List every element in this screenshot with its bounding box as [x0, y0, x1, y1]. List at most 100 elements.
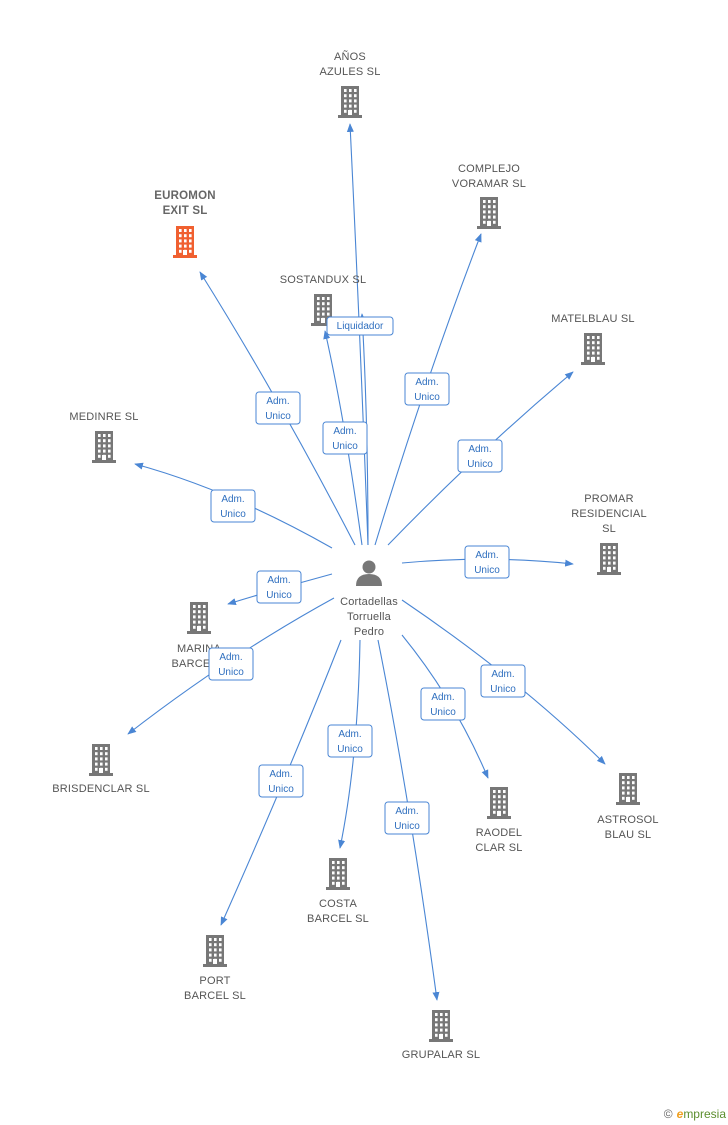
relation-text: Unico: [266, 590, 292, 601]
person-label: Pedro: [354, 626, 384, 638]
empresia-watermark: ©empresia: [664, 1107, 726, 1121]
building-icon: [429, 1010, 453, 1042]
relation-label[interactable]: Liquidador: [326, 316, 394, 336]
relation-text: Unico: [490, 684, 516, 695]
company-node-medinre[interactable]: MEDINRE SL: [69, 411, 138, 463]
company-label: RESIDENCIAL: [571, 508, 647, 520]
relation-label[interactable]: Adm. Unico: [327, 724, 373, 758]
building-icon: [173, 226, 197, 258]
building-icon: [326, 858, 350, 890]
relation-text: Adm.: [219, 652, 242, 663]
relation-label[interactable]: Adm. Unico: [255, 391, 301, 425]
person-label: Torruella: [347, 611, 392, 623]
building-icon: [187, 602, 211, 634]
building-icon: [581, 333, 605, 365]
relation-text: Adm.: [475, 550, 498, 561]
relation-text: Unico: [394, 821, 420, 832]
relation-text: Unico: [265, 411, 291, 422]
relation-text: Adm.: [266, 396, 289, 407]
relation-text: Adm.: [221, 494, 244, 505]
relation-text: Unico: [467, 459, 493, 470]
relation-text: Adm.: [431, 692, 454, 703]
company-label: EUROMON: [154, 190, 215, 202]
relation-text: Unico: [332, 441, 358, 452]
person-label: Cortadellas: [340, 596, 398, 608]
company-label: BRISDENCLAR SL: [52, 783, 150, 795]
building-icon: [597, 543, 621, 575]
relation-text: Unico: [268, 784, 294, 795]
copyright-symbol: ©: [663, 1107, 673, 1121]
relation-text: Adm.: [269, 769, 292, 780]
company-label: AZULES SL: [319, 66, 380, 78]
company-label: SL: [602, 523, 616, 535]
company-label: VORAMAR SL: [452, 178, 526, 190]
building-icon: [477, 197, 501, 229]
building-icon: [616, 773, 640, 805]
company-node-raodel[interactable]: RAODEL CLAR SL: [475, 787, 522, 854]
relation-text: Adm.: [491, 669, 514, 680]
company-node-port[interactable]: PORT BARCEL SL: [184, 935, 246, 1002]
relation-label[interactable]: Adm. Unico: [256, 570, 302, 604]
company-label: BARCEL SL: [184, 990, 246, 1002]
relation-label[interactable]: Adm. Unico: [457, 439, 503, 473]
relation-text: Unico: [337, 744, 363, 755]
relation-text: Adm.: [468, 444, 491, 455]
company-label: CLAR SL: [475, 842, 522, 854]
relation-text: Adm.: [415, 377, 438, 388]
company-label: MEDINRE SL: [69, 411, 138, 423]
relation-text: Unico: [220, 509, 246, 520]
relation-label[interactable]: Adm. Unico: [464, 545, 510, 579]
relation-label[interactable]: Adm. Unico: [384, 801, 430, 835]
brand-name: mpresia: [683, 1107, 726, 1121]
company-node-grupalar[interactable]: GRUPALAR SL: [402, 1010, 480, 1061]
company-node-matelblau[interactable]: MATELBLAU SL: [551, 313, 635, 365]
company-node-brisdenclar[interactable]: BRISDENCLAR SL: [52, 744, 150, 795]
company-label: COSTA: [319, 898, 358, 910]
company-node-anos[interactable]: AÑOS AZULES SL: [319, 50, 380, 118]
company-node-euromon[interactable]: EUROMON EXIT SL: [154, 190, 216, 258]
relation-text: Liquidador: [337, 321, 384, 332]
building-icon: [338, 86, 362, 118]
relation-label[interactable]: Adm. Unico: [420, 687, 466, 721]
company-node-promar[interactable]: PROMAR RESIDENCIAL SL: [571, 493, 647, 575]
person-icon: [356, 560, 382, 586]
building-icon: [487, 787, 511, 819]
company-label: PROMAR: [584, 493, 633, 505]
company-label: EXIT SL: [163, 205, 208, 217]
company-label: GRUPALAR SL: [402, 1049, 480, 1061]
company-label: BLAU SL: [605, 829, 652, 841]
company-node-astrosol[interactable]: ASTROSOL BLAU SL: [597, 773, 659, 841]
brand-e: e: [676, 1107, 684, 1121]
company-node-costa[interactable]: COSTA BARCEL SL: [307, 858, 369, 925]
company-label: SOSTANDUX SL: [280, 274, 367, 286]
relation-text: Adm.: [395, 806, 418, 817]
relation-label[interactable]: Adm. Unico: [480, 664, 526, 698]
company-label: RAODEL: [476, 827, 522, 839]
relation-text: Unico: [474, 565, 500, 576]
company-label: PORT: [199, 975, 230, 987]
relation-text: Adm.: [267, 575, 290, 586]
building-icon: [203, 935, 227, 967]
relation-label[interactable]: Adm. Unico: [322, 421, 368, 455]
company-node-sostandux[interactable]: SOSTANDUX SL: [280, 274, 367, 326]
company-node-complejo[interactable]: COMPLEJO VORAMAR SL: [452, 163, 526, 229]
relation-text: Unico: [414, 392, 440, 403]
company-label: COMPLEJO: [458, 163, 520, 175]
relation-text: Unico: [430, 707, 456, 718]
relation-text: Unico: [218, 667, 244, 678]
relation-label[interactable]: Adm. Unico: [208, 647, 254, 681]
company-label: AÑOS: [334, 50, 366, 63]
company-label: ASTROSOL: [597, 814, 659, 826]
relation-text: Adm.: [338, 729, 361, 740]
company-label: MATELBLAU SL: [551, 313, 635, 325]
building-icon: [92, 431, 116, 463]
relation-label[interactable]: Adm. Unico: [404, 372, 450, 406]
building-icon: [89, 744, 113, 776]
relation-label[interactable]: Adm. Unico: [210, 489, 256, 523]
building-icon: [311, 294, 335, 326]
company-label: BARCEL SL: [307, 913, 369, 925]
relation-text: Adm.: [333, 426, 356, 437]
relation-label[interactable]: Adm. Unico: [258, 764, 304, 798]
